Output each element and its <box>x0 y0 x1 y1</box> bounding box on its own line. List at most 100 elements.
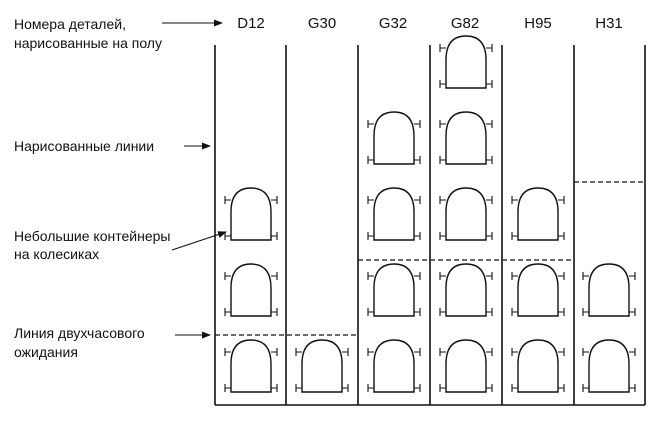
cart-wheel <box>511 196 518 204</box>
cart-body <box>230 263 272 317</box>
cart-icon <box>439 263 493 317</box>
cart-wheel <box>439 156 446 164</box>
cart-wheel <box>558 196 565 204</box>
cart-icon <box>224 339 278 393</box>
cart-wheel <box>271 196 278 204</box>
label-two-hour-line2: ожидания <box>14 344 78 360</box>
cart-wheel <box>486 44 493 52</box>
cart-body <box>373 339 415 393</box>
cart-wheel <box>439 348 446 356</box>
cart-wheel <box>439 120 446 128</box>
cart-icon <box>511 339 565 393</box>
column-label-h31: H31 <box>595 15 623 32</box>
cart-body <box>517 187 559 241</box>
cart-body <box>588 339 630 393</box>
cart-wheel <box>224 232 231 240</box>
two-hour-wait-lines <box>215 181 645 336</box>
cart-icon <box>439 187 493 241</box>
cart-body <box>373 263 415 317</box>
cart-body <box>301 339 343 393</box>
painted-floor-lines <box>214 45 646 406</box>
cart-icon <box>511 187 565 241</box>
label-carts-line2: на колесиках <box>14 246 99 262</box>
cart-wheel <box>367 272 374 280</box>
cart-wheel <box>511 348 518 356</box>
cart-body <box>445 35 487 89</box>
cart-wheel <box>511 308 518 316</box>
cart-wheel <box>367 156 374 164</box>
cart-wheel <box>582 272 589 280</box>
cart-icon <box>367 111 421 165</box>
cart-wheel <box>271 348 278 356</box>
cart-wheel <box>439 308 446 316</box>
cart-icon <box>582 263 636 317</box>
cart-body <box>373 111 415 165</box>
cart-body <box>445 111 487 165</box>
cart-body <box>445 339 487 393</box>
cart-wheel <box>558 232 565 240</box>
cart-wheel <box>629 384 636 392</box>
cart-wheel <box>439 196 446 204</box>
cart-wheel <box>342 384 349 392</box>
column-labels: D12 G30 G32 G82 H95 H31 <box>237 15 623 32</box>
cart-wheel <box>414 272 421 280</box>
column-label-g82: G82 <box>451 15 479 32</box>
label-part-numbers-line2: нарисованные на полу <box>14 35 162 51</box>
cart-wheel <box>486 232 493 240</box>
cart-icon <box>367 263 421 317</box>
cart-wheel <box>224 196 231 204</box>
cart-wheel <box>367 120 374 128</box>
cart-wheel <box>439 384 446 392</box>
label-two-hour-line1: Линия двухчасового <box>14 325 145 341</box>
cart-wheel <box>224 384 231 392</box>
cart-body <box>517 263 559 317</box>
cart-wheel <box>367 348 374 356</box>
cart-wheel <box>511 232 518 240</box>
cart-wheel <box>558 348 565 356</box>
cart-wheel <box>486 156 493 164</box>
column-label-h95: H95 <box>524 15 552 32</box>
cart-body <box>230 187 272 241</box>
cart-icon <box>367 187 421 241</box>
cart-wheel <box>224 308 231 316</box>
column-label-g30: G30 <box>308 15 336 32</box>
cart-wheel <box>414 348 421 356</box>
cart-icon <box>511 263 565 317</box>
cart-wheel <box>486 272 493 280</box>
cart-body <box>373 187 415 241</box>
arrow-carts <box>171 231 227 251</box>
cart-icon <box>295 339 349 393</box>
cart-body <box>517 339 559 393</box>
cart-wheel <box>367 232 374 240</box>
cart-wheel <box>582 348 589 356</box>
cart-wheel <box>367 384 374 392</box>
cart-wheel <box>271 384 278 392</box>
label-painted-lines: Нарисованные линии <box>14 138 154 154</box>
cart-wheel <box>582 384 589 392</box>
cart-body <box>588 263 630 317</box>
cart-icon <box>439 35 493 89</box>
cart-wheel <box>558 308 565 316</box>
cart-wheel <box>629 348 636 356</box>
cart-body <box>445 263 487 317</box>
cart-wheel <box>439 44 446 52</box>
cart-wheel <box>439 232 446 240</box>
cart-wheel <box>486 348 493 356</box>
label-part-numbers-line1: Номера деталей, <box>14 16 126 32</box>
cart-wheel <box>414 308 421 316</box>
cart-wheel <box>582 308 589 316</box>
cart-icon <box>439 339 493 393</box>
label-carts-line1: Небольшие контейнеры <box>14 228 170 244</box>
cart-wheel <box>295 348 302 356</box>
cart-wheel <box>629 308 636 316</box>
cart-body <box>445 187 487 241</box>
column-label-d12: D12 <box>237 15 265 32</box>
cart-wheel <box>367 308 374 316</box>
cart-icon <box>582 339 636 393</box>
cart-wheel <box>511 384 518 392</box>
cart-icon <box>224 187 278 241</box>
cart-wheel <box>414 196 421 204</box>
cart-wheel <box>295 384 302 392</box>
